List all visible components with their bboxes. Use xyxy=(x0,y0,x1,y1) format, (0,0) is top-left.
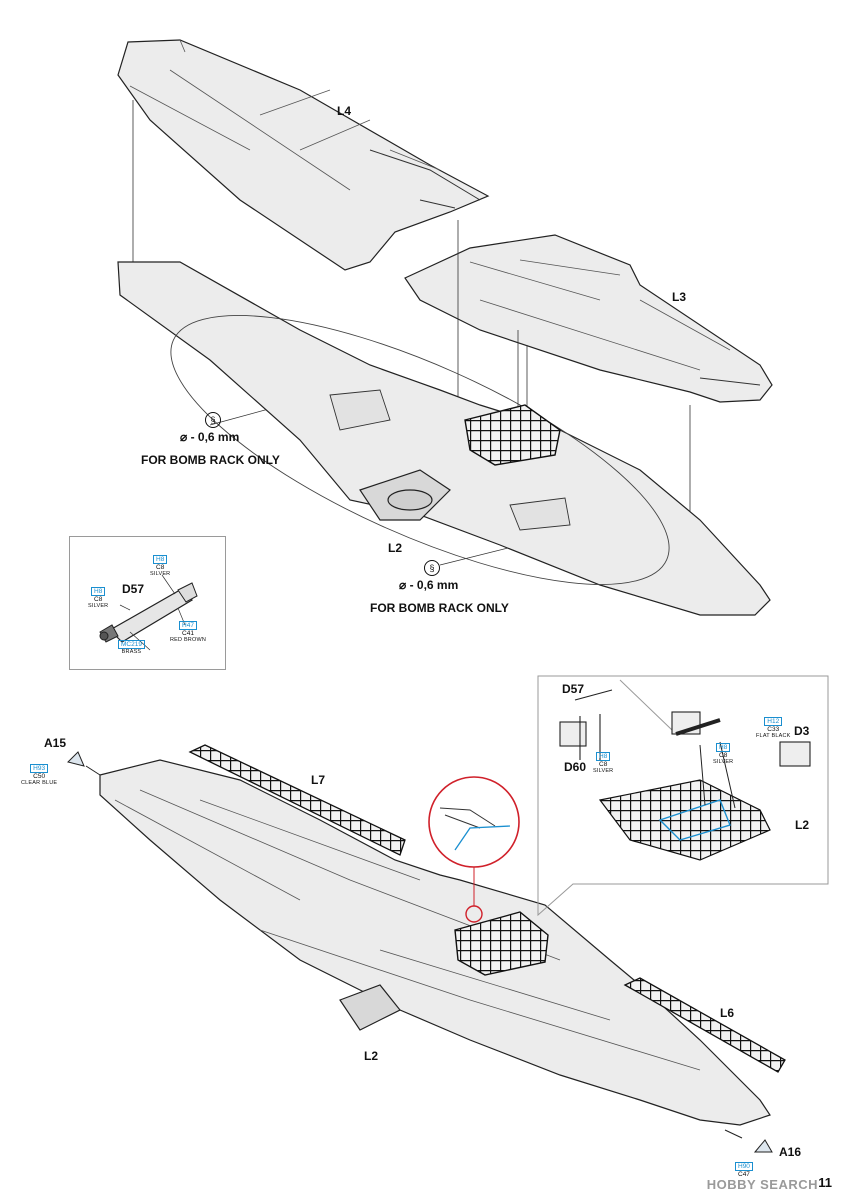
wing-assembled-L2 xyxy=(99,759,771,1126)
radiator-grille-bottom xyxy=(454,911,549,976)
paint-gsi: C41 xyxy=(182,630,194,637)
drill-size-value: - 0,6 mm xyxy=(190,430,240,444)
paint-callout: MC219 BRASS xyxy=(118,638,145,656)
part-label-l2-bottom: L2 xyxy=(364,1049,379,1063)
paint-code: H47 xyxy=(179,621,197,630)
paint-gsi: C47 xyxy=(738,1171,750,1178)
wing-upper-right-L3 xyxy=(404,234,773,403)
paint-name: CLEAR BLUE xyxy=(21,780,58,786)
paint-code: H90 xyxy=(735,1162,753,1171)
part-label-l3: L3 xyxy=(672,290,687,304)
magnifier-callout xyxy=(428,776,520,923)
part-label-d60: D60 xyxy=(564,760,587,774)
paint-callout: H12 C33 FLAT BLACK xyxy=(756,715,791,740)
paint-code: H8 xyxy=(153,555,168,564)
paint-gsi: C8 xyxy=(599,761,608,768)
drill-instruction: FOR BOMB RACK ONLY xyxy=(141,453,280,467)
drill-size-value: - 0,6 mm xyxy=(409,578,459,592)
paint-name: RED BROWN xyxy=(170,637,207,643)
part-label-l6: L6 xyxy=(720,1006,735,1020)
paint-code: H93 xyxy=(30,764,49,773)
paint-callout: H8 C8 SILVER xyxy=(593,750,613,775)
drill-size-note: ⌀ - 0,6 mm xyxy=(399,578,459,592)
part-label-d57-inset: D57 xyxy=(122,582,145,596)
part-label-l4: L4 xyxy=(337,104,352,118)
detail-box-right xyxy=(537,675,829,917)
paint-name: BRASS xyxy=(121,649,142,655)
drill-icon: § xyxy=(205,412,221,428)
paint-code: H8 xyxy=(716,743,731,752)
wingtip-lights xyxy=(67,751,773,1153)
paint-callout: H8 C8 SILVER xyxy=(713,741,733,766)
inset-d57-illustration xyxy=(99,574,198,651)
paint-name: FLAT BLACK xyxy=(756,733,791,739)
part-label-l2-detail: L2 xyxy=(795,818,810,832)
page-number: 11 xyxy=(818,1175,832,1190)
paint-name: SILVER xyxy=(150,571,171,577)
paint-gsi: C8 xyxy=(156,564,165,571)
paint-name: SILVER xyxy=(593,768,614,774)
paint-gsi: C8 xyxy=(94,596,103,603)
paint-code: H8 xyxy=(596,752,611,761)
paint-callout: H90 C47 xyxy=(735,1160,753,1178)
radiator-grille-top xyxy=(464,404,561,466)
paint-callout: H93 C50 CLEAR BLUE xyxy=(21,762,57,787)
drill-size-note: ⌀ - 0,6 mm xyxy=(180,430,240,444)
paint-code: H12 xyxy=(764,717,783,726)
drill-instruction: FOR BOMB RACK ONLY xyxy=(370,601,509,615)
part-label-a15: A15 xyxy=(44,736,67,750)
part-label-d57-detail: D57 xyxy=(562,682,585,696)
inset-box-d57 xyxy=(69,536,226,670)
paint-name: SILVER xyxy=(88,603,109,609)
wing-upper-left-L4 xyxy=(117,39,490,271)
paint-callout: H47 C41 RED BROWN xyxy=(170,619,206,644)
paint-code: MC219 xyxy=(118,640,145,649)
paint-callout: H8 C8 SILVER xyxy=(88,585,108,610)
wing-lower-L2 xyxy=(117,261,771,616)
watermark: HOBBY SEARCH xyxy=(706,1177,818,1192)
part-label-l2-top: L2 xyxy=(388,541,403,555)
part-label-a16: A16 xyxy=(779,1145,802,1159)
flap-L6 xyxy=(623,977,786,1073)
paint-name: SILVER xyxy=(713,759,734,765)
part-label-d3: D3 xyxy=(794,724,810,738)
flap-L7 xyxy=(188,744,406,856)
paint-code: H8 xyxy=(91,587,106,596)
drill-icon: § xyxy=(424,560,440,576)
detail-illustration xyxy=(559,689,811,861)
paint-gsi: C50 xyxy=(33,773,46,780)
paint-gsi: C33 xyxy=(767,726,780,733)
paint-gsi: C8 xyxy=(719,752,728,759)
paint-callout: H8 C8 SILVER xyxy=(150,553,170,578)
part-label-l7: L7 xyxy=(311,773,326,787)
